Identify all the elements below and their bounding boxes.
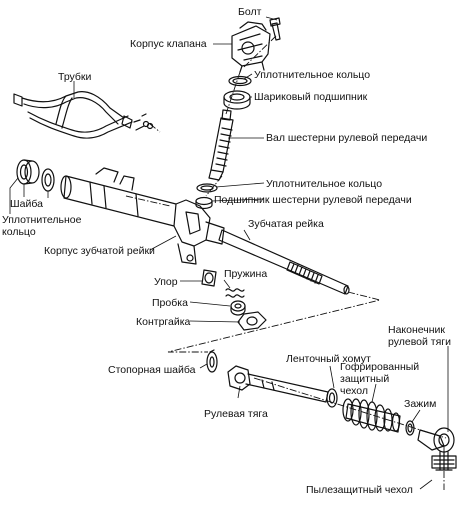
- seal-ring-top-part: [228, 75, 252, 87]
- band-clamp-part: [326, 388, 338, 408]
- label-seal-ring-mid: Уплотнительное кольцо: [266, 178, 383, 190]
- label-seal-ring-top: Уплотнительное кольцо: [254, 69, 371, 81]
- lock-washer-part: [206, 349, 218, 373]
- label-ball-bearing: Шариковый подшипник: [254, 91, 368, 103]
- label-pinion-bearing: Подшипник шестерни рулевой передачи: [214, 194, 412, 206]
- locknut-part: [237, 311, 267, 331]
- stop-part: [201, 269, 217, 287]
- label-bolt: Болт: [238, 6, 262, 18]
- corrugated-boot-part: [342, 398, 401, 433]
- label-rack: Зубчатая рейка: [248, 218, 324, 230]
- label-tie-rod-end: Наконечник рулевой тяги: [388, 324, 451, 348]
- plug-part: [230, 300, 246, 316]
- label-clip: Зажим: [404, 398, 437, 410]
- valve-housing-part: [231, 21, 271, 73]
- leader-lines: [9, 16, 449, 490]
- label-washer: Шайба: [10, 198, 43, 210]
- label-corrugated-boot: Гофрированный защитный чехол: [340, 361, 420, 397]
- rack-housing-part: [60, 167, 225, 265]
- label-band-clamp: Ленточный хомут: [286, 353, 371, 365]
- tie-rod-part: [227, 365, 329, 403]
- label-lock-washer: Стопорная шайба: [108, 364, 196, 376]
- spring-part: [225, 288, 245, 298]
- label-stop: Упор: [154, 276, 178, 288]
- pinion-shaft-part: [208, 109, 234, 181]
- label-tubes: Трубки: [58, 71, 92, 83]
- washer-part: [41, 168, 55, 192]
- label-tie-rod: Рулевая тяга: [204, 408, 268, 420]
- label-rack-housing: Корпус зубчатой рейки: [44, 245, 155, 257]
- rack-part: [218, 229, 350, 295]
- seal-ring-mid-part: [196, 183, 218, 193]
- pinion-bearing-part: [195, 196, 213, 210]
- bolt-part: [269, 17, 281, 41]
- label-dust-boot: Пылезащитный чехол: [306, 484, 413, 496]
- label-locknut: Контргайка: [136, 316, 191, 328]
- label-plug: Пробка: [152, 297, 188, 309]
- label-spring: Пружина: [224, 268, 268, 280]
- ball-bearing-part: [223, 90, 251, 110]
- label-pinion-shaft: Вал шестерни рулевой передачи: [266, 132, 428, 144]
- axis-lines: [125, 35, 447, 490]
- seal-ring-left-part: [16, 159, 40, 185]
- label-seal-ring-left: Уплотнительное кольцо: [2, 214, 82, 238]
- tubes-part: [13, 91, 154, 139]
- label-valve-housing: Корпус клапана: [130, 38, 207, 50]
